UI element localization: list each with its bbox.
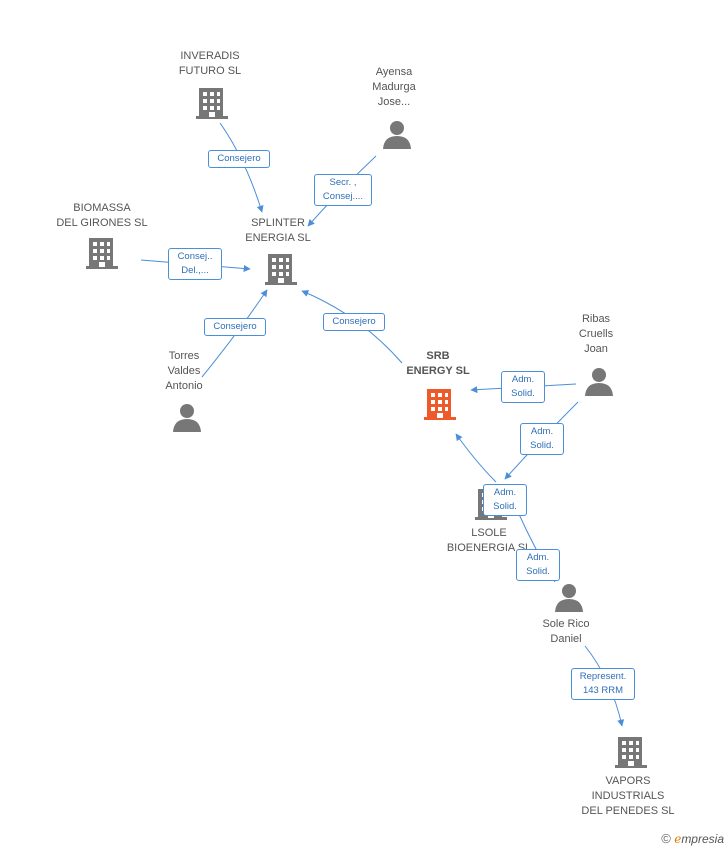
building-icon-focus[interactable]: [424, 387, 456, 421]
edge-label-ribas-srb[interactable]: Adm. Solid.: [501, 371, 545, 403]
node-label-torres[interactable]: Torres Valdes Antonio: [165, 350, 203, 392]
brand-logo-initial: e: [674, 832, 682, 846]
building-icon[interactable]: [86, 236, 118, 270]
edge-label-biomassa-splinter[interactable]: Consej.. Del.,...: [168, 248, 222, 280]
person-icon[interactable]: [554, 583, 584, 613]
edge-label-inveradis-splinter[interactable]: Consejero: [208, 150, 270, 168]
edge-label-lsole-srb[interactable]: Adm. Solid.: [483, 484, 527, 516]
node-label-ribas[interactable]: Ribas Cruells Joan: [578, 313, 614, 355]
edge-label-sole-vapors[interactable]: Represent. 143 RRM: [571, 668, 635, 700]
person-icon[interactable]: [382, 120, 412, 150]
footer-brand: © empresia: [661, 831, 724, 846]
node-label-biomassa[interactable]: BIOMASSA DEL GIRONES SL: [56, 202, 148, 229]
edge-label-torres-splinter[interactable]: Consejero: [204, 318, 266, 336]
node-label-sole[interactable]: Sole Rico Daniel: [542, 618, 590, 645]
node-label-vapors[interactable]: VAPORS INDUSTRIALS DEL PENEDES SL: [581, 775, 675, 817]
building-icon[interactable]: [265, 252, 297, 286]
edge-label-ayensa-splinter[interactable]: Secr. , Consej....: [314, 174, 372, 206]
edge-label-sole-lsole[interactable]: Adm. Solid.: [516, 549, 560, 581]
copyright-symbol: ©: [661, 831, 671, 846]
building-icon[interactable]: [615, 735, 647, 769]
node-label-ayensa[interactable]: Ayensa Madurga Jose...: [372, 66, 416, 108]
person-icon[interactable]: [172, 403, 202, 433]
edge-line-lsole-srb: [455, 433, 497, 483]
edge-label-srb-splinter[interactable]: Consejero: [323, 313, 385, 331]
node-label-splinter[interactable]: SPLINTER ENERGIA SL: [245, 217, 311, 244]
person-icon[interactable]: [584, 367, 614, 397]
brand-logo-rest: mpresia: [681, 832, 724, 846]
edge-label-ribas-lsole[interactable]: Adm. Solid.: [520, 423, 564, 455]
node-label-inveradis[interactable]: INVERADIS FUTURO SL: [178, 50, 242, 77]
node-label-srb[interactable]: SRB ENERGY SL: [406, 350, 470, 377]
building-icon[interactable]: [196, 86, 228, 120]
